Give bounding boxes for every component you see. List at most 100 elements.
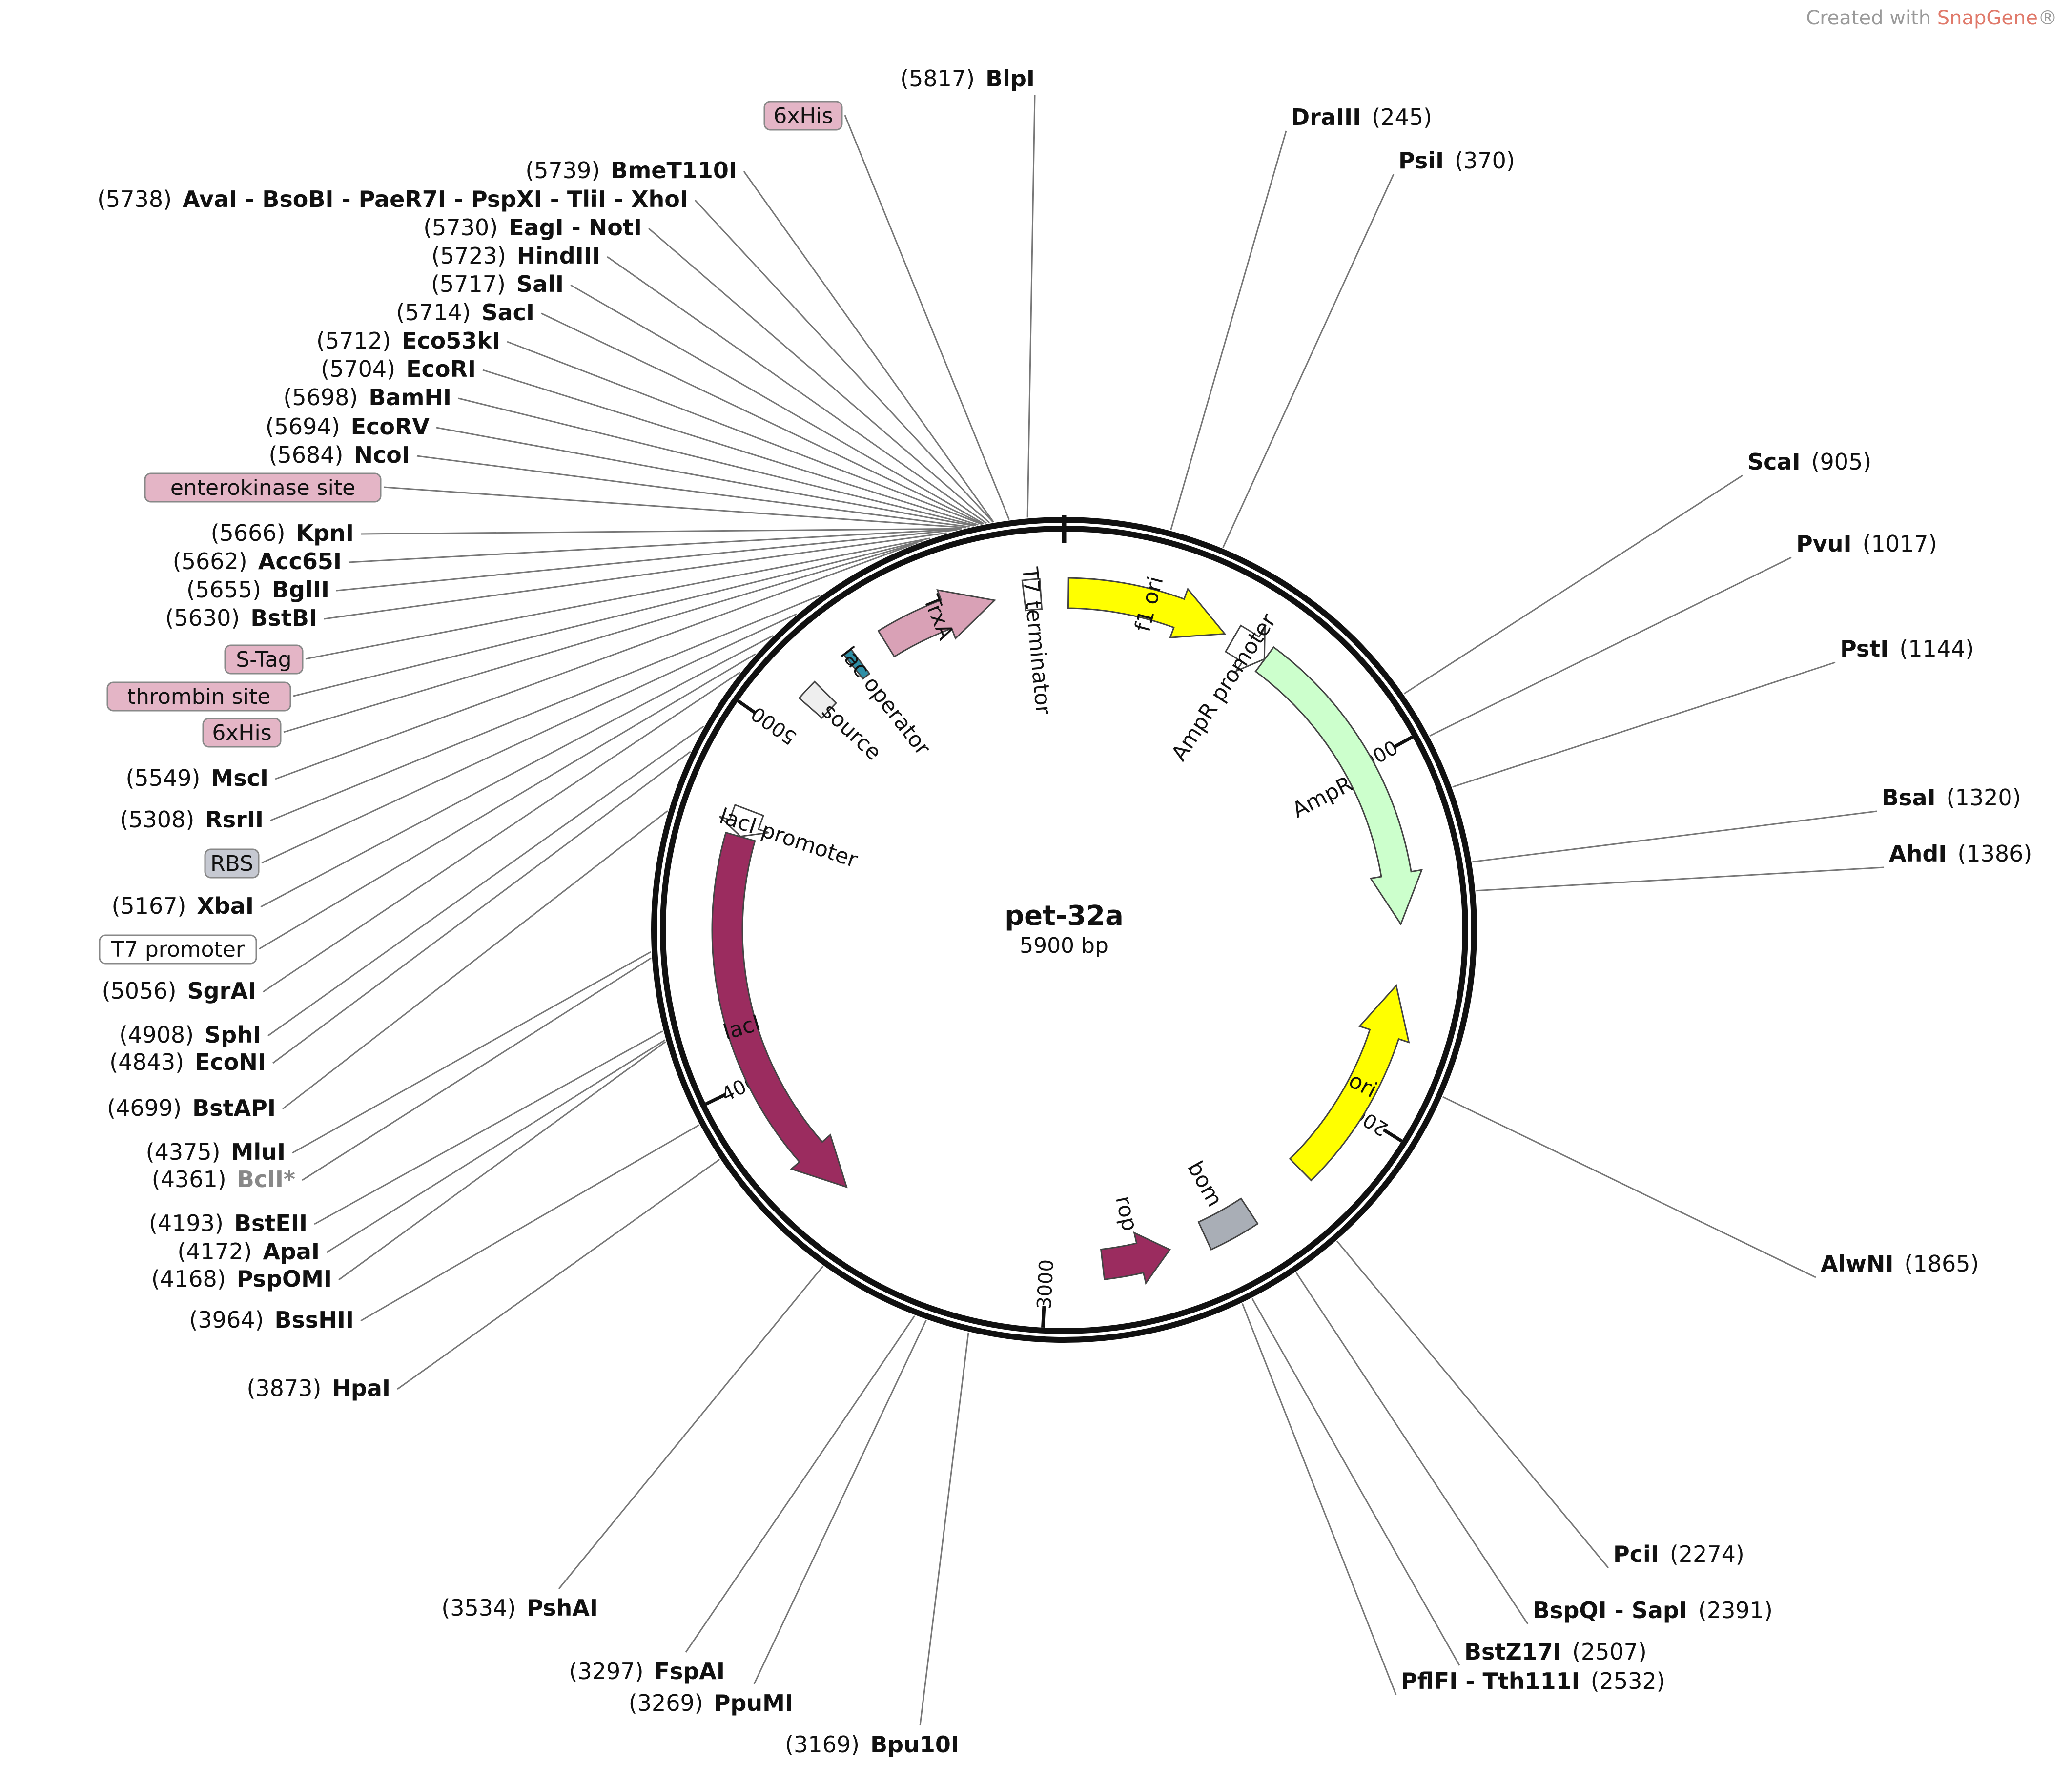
site-label: (5730)EagI - NotI	[423, 214, 642, 241]
site-label: (4843)EcoNI	[109, 1049, 266, 1075]
leader-line	[283, 542, 918, 733]
feature-f1-ori	[1067, 577, 1227, 638]
leader-line	[416, 455, 970, 528]
leader-line	[1452, 661, 1836, 788]
feature-box-label: RBS	[210, 851, 253, 876]
site-name: RsrII	[205, 806, 264, 833]
site-position: (5056)	[102, 978, 177, 1004]
site-label: (5308)RsrII	[120, 806, 264, 833]
feature-box	[224, 644, 304, 675]
site-label: (5717)SalI	[431, 271, 564, 297]
site-name: SalI	[516, 271, 564, 297]
site-label: (5549)MscI	[125, 765, 268, 791]
site-label: (3964)BssHII	[189, 1307, 354, 1333]
site-label: (3269) PpuMI	[629, 1690, 793, 1716]
leader-line	[324, 532, 947, 620]
leader-line	[844, 115, 1010, 520]
site-position: (5817)	[900, 65, 975, 92]
tick-mark	[705, 1093, 726, 1106]
site-position: (1865)	[1904, 1251, 1979, 1277]
feature-label-rop: rop	[1110, 1193, 1142, 1233]
site-position: (5630)	[165, 605, 240, 631]
site-name: PpuMI	[714, 1690, 793, 1716]
feature-box	[106, 681, 291, 712]
feature-box-label: 6xHis	[773, 103, 833, 128]
site-label: PstI(1144)	[1840, 636, 1974, 662]
leader-line	[326, 1039, 666, 1253]
leader-line	[1170, 130, 1287, 531]
site-position: (245)	[1372, 104, 1432, 130]
site-label: AlwNI(1865)	[1821, 1251, 1979, 1277]
site-position: (4172)	[177, 1238, 252, 1265]
site-name: HpaI	[332, 1375, 390, 1401]
site-position: (4193)	[149, 1210, 224, 1236]
leader-line	[282, 810, 668, 1110]
site-name: XbaI	[197, 893, 254, 919]
site-label: PvuI(1017)	[1796, 531, 1937, 557]
credit-suffix: ®	[2038, 7, 2057, 29]
feature-box-label: T7 promoter	[111, 937, 245, 962]
feature-trxa	[877, 589, 996, 658]
tick-mark	[737, 699, 757, 715]
site-position: (1144)	[1899, 636, 1974, 662]
site-position: (5655)	[186, 576, 261, 603]
site-position: (4361)	[152, 1166, 226, 1192]
site-label: AhdI(1386)	[1889, 841, 2032, 867]
site-label: (4172)ApaI	[177, 1238, 320, 1265]
site-label: PciI(2274)	[1613, 1541, 1744, 1567]
site-label: (5655) BglII	[186, 576, 329, 603]
site-label: (5704)EcoRI	[321, 356, 476, 382]
site-label: (4375)MluI	[146, 1139, 286, 1165]
site-name: EcoRI	[406, 356, 476, 382]
feature-source	[798, 680, 837, 719]
tick-mark	[1382, 1128, 1403, 1143]
site-label: (5684)NcoI	[269, 442, 410, 468]
leader-line	[383, 486, 966, 529]
site-label: (3169)Bpu10I	[785, 1731, 959, 1758]
site-name: BsaI	[1882, 784, 1936, 811]
snapgene-credit: Created with SnapGene®	[1806, 7, 2057, 29]
leader-line	[1251, 1298, 1460, 1666]
leader-line	[753, 1319, 927, 1684]
site-position: (4375)	[146, 1139, 221, 1165]
site-position: (370)	[1455, 147, 1515, 174]
leader-line	[1026, 95, 1036, 518]
leader-line	[263, 671, 741, 993]
site-name: SgrAI	[187, 978, 256, 1004]
site-label: (5738)AvaI - BsoBI - PaeR7I - PspXI - Tl…	[97, 186, 688, 212]
site-position: (3873)	[246, 1375, 321, 1401]
site-label: (4168)PspOMI	[151, 1266, 332, 1292]
feature-rop	[1100, 1231, 1171, 1285]
leader-line	[272, 751, 691, 1064]
site-name: BglII	[272, 576, 329, 603]
site-name: EagI - NotI	[509, 214, 642, 241]
tick-label: 3000	[1033, 1259, 1058, 1310]
leader-line	[260, 635, 773, 908]
site-label: PflFI - Tth111I(2532)	[1401, 1668, 1665, 1694]
site-position: (5684)	[269, 442, 344, 468]
feature-label-bom: bom	[1182, 1157, 1227, 1211]
site-label: DraIII(245)	[1291, 104, 1432, 130]
site-position: (3269)	[629, 1690, 703, 1716]
site-position: (5723)	[431, 243, 506, 269]
site-name: ScaI	[1747, 449, 1801, 475]
site-position: (3169)	[785, 1731, 860, 1758]
site-name: BamHI	[369, 384, 451, 410]
site-label: (5167)XbaI	[111, 893, 254, 919]
site-position: (5662)	[173, 548, 247, 575]
site-label: (5630) BstBI	[165, 605, 317, 631]
site-name: Eco53kI	[402, 328, 500, 354]
leader-line	[259, 653, 756, 950]
site-name: SacI	[481, 299, 534, 326]
site-name: BstEII	[234, 1210, 308, 1236]
leader-line	[1472, 810, 1877, 863]
feature-box-label: thrombin site	[127, 684, 271, 709]
site-position: (1320)	[1947, 784, 2021, 811]
leader-line	[275, 544, 913, 780]
leader-line	[482, 369, 979, 526]
plasmid-name: pet-32a	[1005, 900, 1124, 932]
site-position: (3297)	[569, 1658, 644, 1684]
site-name: BstBI	[250, 605, 317, 631]
leader-line	[314, 1030, 663, 1225]
